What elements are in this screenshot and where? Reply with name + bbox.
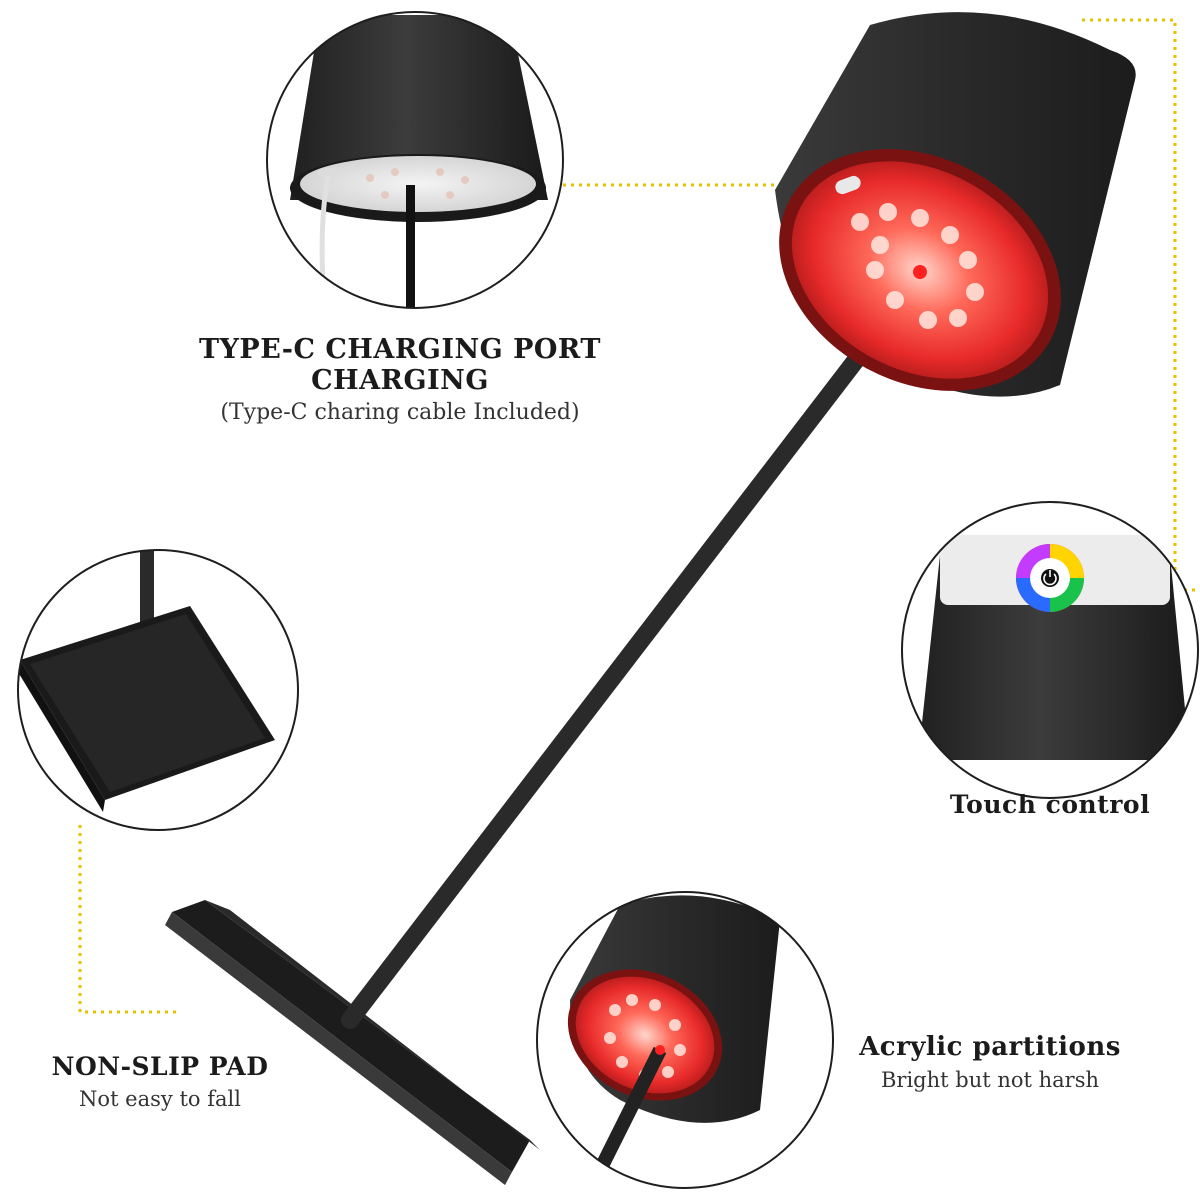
acrylic-subtitle: Bright but not harsh [880,1068,1100,1092]
led-ring [851,203,984,329]
charging-port-label: TYPE-C CHARGING PORT CHARGING (Type-C ch… [120,334,680,425]
detail-circle-acrylic [536,891,834,1189]
non-slip-pad-label: NON-SLIP PAD Not easy to fall [30,1052,290,1111]
non-slip-pad-title: NON-SLIP PAD [51,1052,269,1081]
touch-control-title: Touch control [949,790,1151,819]
acrylic-title: Acrylic partitions [859,1032,1121,1062]
non-slip-pad-subtitle: Not easy to fall [79,1087,241,1111]
detail-circle-touch-control [901,501,1199,799]
lamp-shade [775,12,1136,397]
lamp-pole [341,261,934,1029]
usb-c-port-icon [835,175,861,195]
power-icon [1041,569,1059,587]
lamp-base [165,900,540,1185]
detail-circle-non-slip-pad [17,549,299,831]
charging-port-subtitle: (Type-C charing cable Included) [220,400,580,425]
acrylic-label: Acrylic partitions Bright but not harsh [850,1032,1130,1092]
touch-control-label: Touch control [930,790,1170,819]
detail-circle-charging-port [266,11,564,309]
charging-port-title: TYPE-C CHARGING PORT CHARGING [199,334,601,396]
